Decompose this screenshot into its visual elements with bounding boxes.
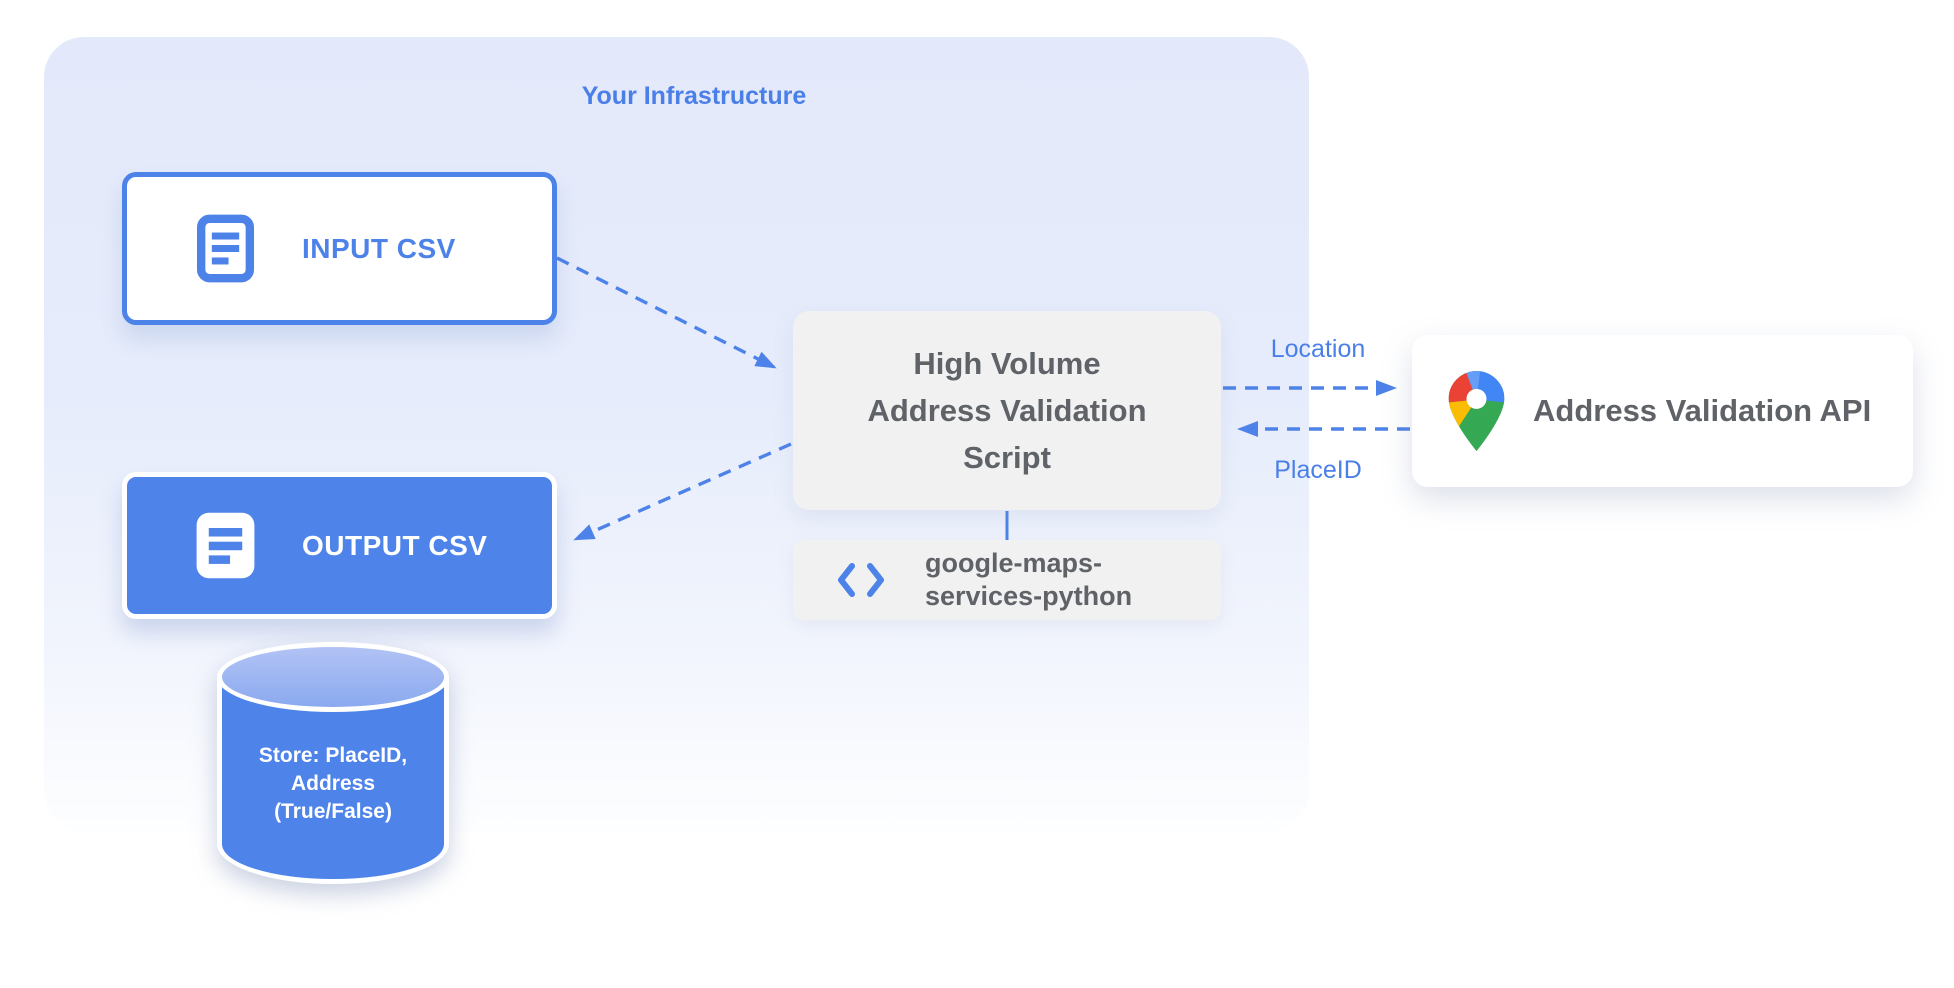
cylinder-body <box>217 677 449 884</box>
location-edge-label: Location <box>1270 335 1366 363</box>
script-line-2: Address Validation <box>867 393 1147 428</box>
library-line-2: services-python <box>925 581 1133 611</box>
document-icon <box>196 214 255 283</box>
google-maps-pin-icon <box>1448 371 1505 451</box>
library-node: google-maps- services-python <box>793 540 1221 620</box>
document-icon <box>196 512 255 579</box>
address-validation-api-node: Address Validation API <box>1412 335 1913 487</box>
script-line-3: Script <box>963 440 1051 475</box>
address-validation-api-label: Address Validation API <box>1533 393 1872 428</box>
cylinder-top <box>217 642 449 712</box>
output-csv-node: OUTPUT CSV <box>122 472 557 619</box>
input-csv-node: INPUT CSV <box>122 172 557 325</box>
datastore-label: Store: PlaceID, Address (True/False) <box>217 742 449 826</box>
library-line-1: google-maps- <box>925 548 1103 578</box>
infrastructure-title: Your Infrastructure <box>581 82 807 110</box>
datastore-cylinder: Store: PlaceID, Address (True/False) <box>217 642 449 887</box>
script-line-1: High Volume <box>913 346 1101 381</box>
datastore-line-1: Store: PlaceID, <box>258 744 408 767</box>
datastore-line-3: (True/False) <box>274 800 392 823</box>
datastore-line-2: Address <box>290 772 376 795</box>
script-node: High Volume Address Validation Script <box>793 311 1221 510</box>
output-csv-label: OUTPUT CSV <box>302 529 488 561</box>
code-icon <box>838 563 884 597</box>
input-csv-label: INPUT CSV <box>302 232 456 264</box>
placeid-edge-label: PlaceID <box>1274 456 1362 484</box>
